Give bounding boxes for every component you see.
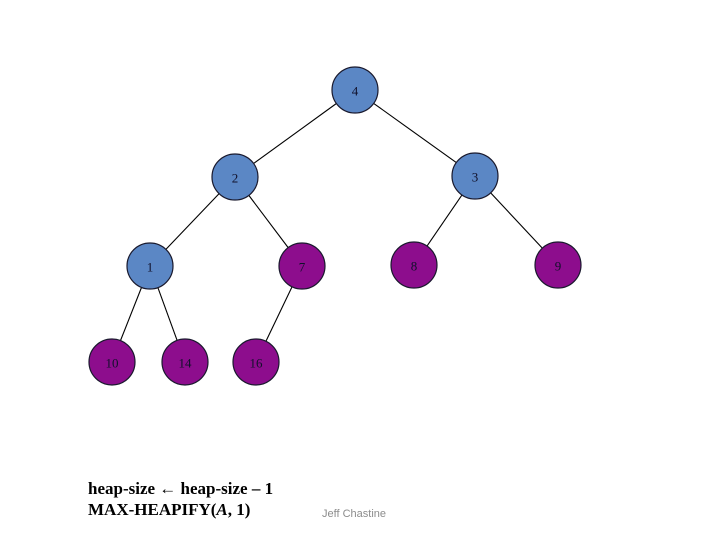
tree-node-label: 3 [472,170,479,185]
tree-node-circle[interactable] [161,338,209,386]
tree-node-label: 2 [232,171,239,186]
tree-node-label: 1 [147,260,154,275]
tree-node-circle[interactable] [211,153,259,201]
max-heapify-array-var: A [216,500,228,519]
tree-node-label: 4 [352,84,359,99]
tree-edge [157,287,178,341]
caption-line-heap-size: heap-size ← heap-size – 1 [88,479,274,498]
tree-node-8[interactable]: 8 [390,241,438,289]
tree-node-3[interactable]: 3 [451,152,499,200]
tree-node-circle[interactable] [126,242,174,290]
tree-node-7[interactable]: 7 [278,242,326,290]
tree-node-circle[interactable] [331,66,379,114]
author-watermark: Jeff Chastine [322,508,387,520]
tree-edge [165,193,220,250]
tree-node-14[interactable]: 14 [161,338,209,386]
tree-edge [373,102,457,164]
tree-nodes-group: 4 2 3 1 7 8 9 10 14 16 [88,66,582,386]
max-heapify-prefix: MAX-HEAPIFY( [88,500,217,519]
tree-node-label: 8 [411,259,418,274]
tree-edges-group [119,102,543,342]
pseudocode-caption: heap-size ← heap-size – 1 MAX-HEAPIFY(A,… [88,478,273,520]
tree-node-label: 16 [250,356,264,371]
tree-node-circle[interactable] [390,241,438,289]
tree-node-circle[interactable] [278,242,326,290]
tree-node-label: 10 [106,356,119,371]
tree-node-label: 9 [555,259,562,274]
tree-edge [248,195,289,248]
tree-node-label: 7 [299,260,306,275]
tree-edge [253,103,337,164]
tree-node-9[interactable]: 9 [534,241,582,289]
tree-edge [490,192,543,249]
tree-node-10[interactable]: 10 [88,338,136,386]
tree-node-label: 14 [179,356,193,371]
tree-edge [426,194,463,247]
caption-line-max-heapify: MAX-HEAPIFY(A, 1) [88,499,273,520]
tree-node-circle[interactable] [451,152,499,200]
tree-node-16[interactable]: 16 [232,338,280,386]
tree-node-4[interactable]: 4 [331,66,379,114]
tree-node-2[interactable]: 2 [211,153,259,201]
tree-edge [119,287,143,341]
tree-node-circle[interactable] [88,338,136,386]
tree-node-1[interactable]: 1 [126,242,174,290]
tree-node-circle[interactable] [232,338,280,386]
tree-node-circle[interactable] [534,241,582,289]
max-heapify-suffix: , 1) [227,500,251,519]
tree-edge [265,286,293,342]
